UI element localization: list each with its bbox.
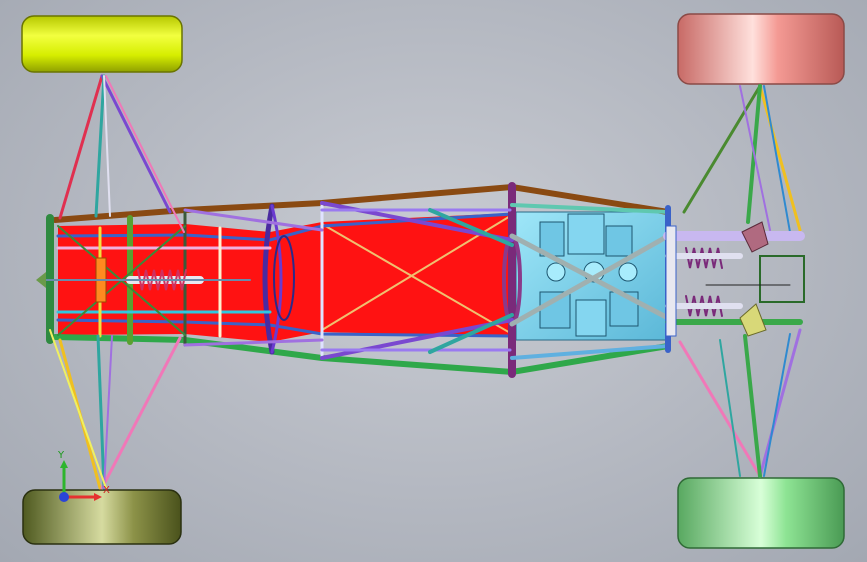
- tire-front-left[interactable]: [21, 15, 183, 73]
- tire-rear-right[interactable]: [677, 477, 845, 549]
- tire-front-right[interactable]: [677, 13, 845, 85]
- front-suspension[interactable]: [36, 74, 251, 490]
- triad-x-label: X: [103, 485, 110, 496]
- triad-y-label: Y: [57, 450, 65, 461]
- rear-suspension[interactable]: [663, 84, 805, 478]
- engine-block[interactable]: [515, 211, 667, 341]
- coordinate-triad: X Y: [57, 450, 110, 502]
- triad-z-axis: [59, 492, 69, 502]
- tire-rear-left[interactable]: [22, 489, 182, 545]
- chassis-frame[interactable]: [46, 182, 671, 378]
